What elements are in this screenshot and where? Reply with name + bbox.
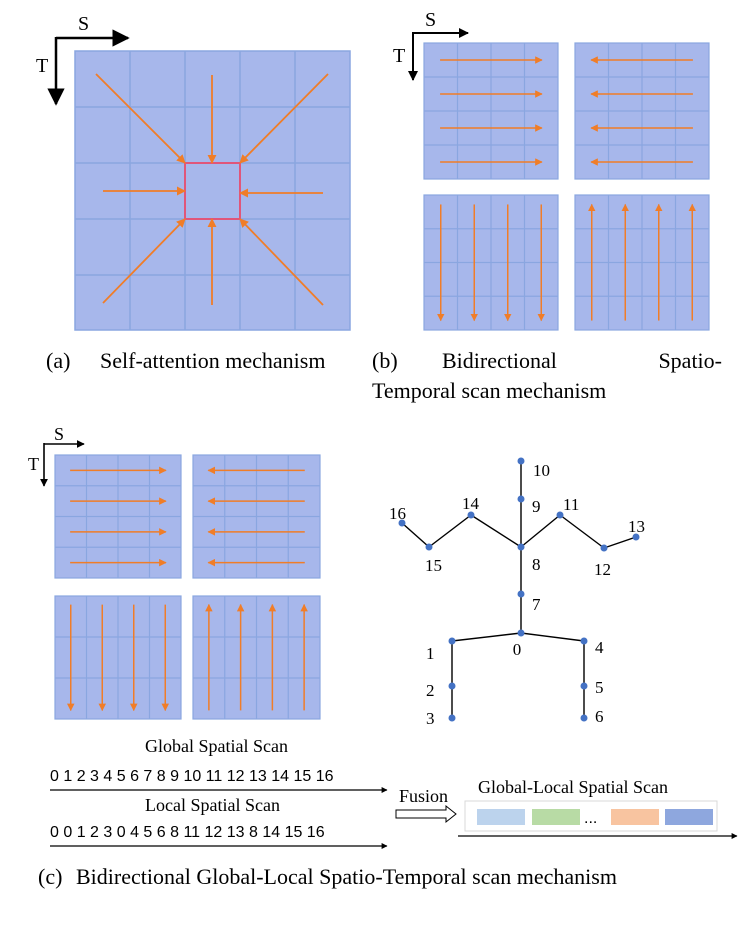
panel-a: S T — [36, 13, 351, 373]
axis-label-t: T — [393, 45, 405, 67]
skeleton-joint — [398, 519, 406, 527]
fused-segment-3 — [611, 809, 659, 825]
skeleton-bone — [470, 514, 522, 548]
joint-label: 9 — [532, 497, 541, 516]
skeleton-joint — [600, 544, 608, 552]
caption-b: (b) Bidirectional Spatio- Temporal scan … — [372, 348, 722, 403]
caption-c: (c) Bidirectional Global-Local Spatio-Te… — [38, 864, 617, 889]
skeleton-joint — [517, 629, 525, 637]
joint-label: 5 — [595, 678, 604, 697]
scan-grid-backward-spatial — [574, 42, 710, 180]
joint-label: 15 — [425, 556, 442, 575]
skeleton-joint — [580, 682, 588, 690]
fused-segment-1 — [477, 809, 525, 825]
fused-segment-4 — [665, 809, 713, 825]
joint-label: 11 — [563, 495, 579, 514]
axes-indicator-b: S T — [393, 9, 469, 81]
skeleton-bone — [451, 632, 522, 642]
skeleton-joint — [517, 457, 525, 465]
fused-ellipsis: ... — [584, 810, 597, 827]
axis-label-s: S — [54, 424, 64, 444]
joint-label: 0 — [513, 640, 522, 659]
skeleton-joint — [448, 682, 456, 690]
skeleton-bone — [401, 522, 430, 548]
joint-label: 1 — [426, 644, 435, 663]
caption-b-word1: Bidirectional — [442, 348, 557, 373]
caption-b-line2: Temporal scan mechanism — [372, 378, 606, 403]
joint-label: 3 — [426, 709, 435, 728]
attention-arrows — [95, 73, 329, 306]
joint-label: 10 — [533, 461, 550, 480]
scan-grid-forward-temporal — [54, 595, 182, 720]
skeleton-joint — [580, 714, 588, 722]
skeleton-joint — [517, 495, 525, 503]
fusion-arrow-icon — [395, 804, 457, 824]
fused-scan-title: Global-Local Spatial Scan — [478, 777, 668, 797]
axis-label-t: T — [36, 55, 48, 77]
skeleton-joint — [448, 637, 456, 645]
skeleton-joint — [580, 637, 588, 645]
scan-grids-c — [54, 454, 321, 720]
joint-label: 14 — [462, 494, 480, 513]
skeleton-joint — [517, 543, 525, 551]
attention-grid — [74, 50, 351, 331]
joint-label: 7 — [532, 595, 541, 614]
local-scan-title: Local Spatial Scan — [145, 795, 280, 815]
scan-grid-backward-temporal — [574, 194, 710, 331]
joint-label: 2 — [426, 681, 435, 700]
caption-a: (a) Self-attention mechanism — [46, 348, 325, 373]
caption-b-word2: Spatio- — [658, 348, 722, 373]
fused-segment-2 — [532, 809, 580, 825]
caption-c-text: Bidirectional Global-Local Spatio-Tempor… — [76, 864, 617, 889]
joint-label: 12 — [594, 560, 611, 579]
scan-grid-forward-temporal — [423, 194, 559, 331]
axes-indicator-c: S T — [28, 424, 85, 487]
scan-grid-backward-temporal — [192, 595, 321, 720]
scan-grids-b — [423, 42, 710, 331]
skeleton-bone — [428, 514, 472, 548]
joint-label: 4 — [595, 638, 604, 657]
scan-grid-forward-spatial — [54, 454, 182, 579]
joint-label: 13 — [628, 517, 645, 536]
global-scan-title: Global Spatial Scan — [145, 736, 288, 756]
skeleton-bone — [603, 536, 637, 549]
joint-label: 16 — [389, 504, 406, 523]
axis-label-s: S — [425, 9, 436, 31]
axes-indicator-a: S T — [36, 13, 130, 106]
caption-a-label: (a) — [46, 348, 70, 373]
panel-b: S T (b) Bidirectional Spatio- Temporal s… — [372, 9, 722, 403]
scan-grid-forward-spatial — [423, 42, 559, 180]
skeleton-bone — [559, 514, 605, 549]
joint-label: 6 — [595, 707, 604, 726]
skeleton-joint — [556, 511, 564, 519]
skeleton-joint — [467, 511, 475, 519]
axis-label-s: S — [78, 13, 89, 35]
skeleton-joint — [448, 714, 456, 722]
caption-a-text: Self-attention mechanism — [100, 348, 325, 373]
caption-b-label: (b) — [372, 348, 398, 373]
joint-label: 8 — [532, 555, 541, 574]
caption-c-label: (c) — [38, 864, 62, 889]
scan-sequences: Global Spatial Scan 0 1 2 3 4 5 6 7 8 9 … — [50, 736, 738, 849]
skeleton-joint — [425, 543, 433, 551]
global-scan-sequence: 0 1 2 3 4 5 6 7 8 9 10 11 12 13 14 15 16 — [50, 768, 334, 785]
skeleton-bone — [520, 514, 561, 548]
skeleton-bone — [520, 632, 585, 642]
axis-label-t: T — [28, 454, 39, 474]
fusion-label: Fusion — [399, 786, 448, 806]
local-scan-sequence: 0 0 1 2 3 0 4 5 6 8 11 12 13 8 14 15 16 — [50, 824, 325, 841]
scan-grid-backward-spatial — [192, 454, 321, 579]
skeleton-joint — [517, 590, 525, 598]
skeleton-joint — [632, 533, 640, 541]
